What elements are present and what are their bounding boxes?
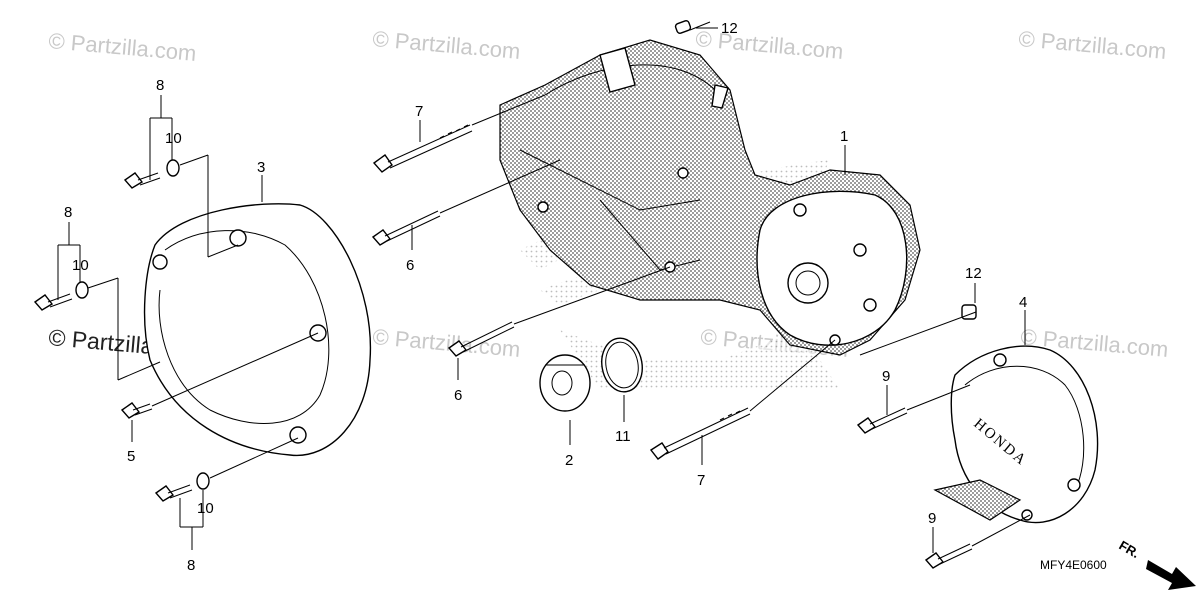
callout-12-top: 12: [721, 20, 738, 37]
callout-10-bottom: 10: [197, 500, 214, 517]
callout-8-middle: 8: [64, 204, 72, 221]
bolt-7-upper: [372, 124, 473, 173]
crankcase-cover-part: [499, 39, 921, 356]
bolt-8-set-bottom: [154, 472, 210, 502]
callout-10-middle: 10: [72, 257, 89, 274]
watermark-text: © Partzilla.com: [695, 26, 845, 64]
callout-7-upper: 7: [415, 103, 423, 120]
bolt-9-lower: [924, 543, 973, 569]
callout-11: 11: [615, 428, 631, 445]
bolt-6-lower: [447, 321, 515, 357]
callout-5: 5: [127, 448, 135, 465]
callout-10-top: 10: [165, 130, 182, 147]
bolt-5: [120, 402, 153, 419]
diagram-code: MFY4E0600: [1040, 558, 1107, 572]
dowel-12-top: [674, 20, 692, 34]
callout-1: 1: [840, 128, 848, 145]
watermark-text: © Partzilla.com: [48, 28, 198, 66]
cap-part-2: [539, 354, 591, 412]
callout-2: 2: [565, 452, 573, 469]
callout-3: 3: [257, 159, 265, 176]
callout-9-lower: 9: [928, 510, 936, 527]
callout-labels: 1 2 3 4 5 6 6 7 7 8 8 8 9 9 10 10 10 11 …: [64, 20, 1027, 574]
bolt-9-upper: [856, 407, 908, 434]
bolt-8-set-top: [123, 159, 180, 189]
callout-8-top: 8: [156, 77, 164, 94]
callout-4: 4: [1019, 294, 1027, 311]
watermark-text: © Partzilla.com: [1018, 26, 1168, 64]
callout-12-right: 12: [965, 265, 982, 282]
bolt-7-lower: [649, 407, 751, 460]
callout-8-bottom: 8: [187, 557, 195, 574]
bolt-6-upper: [371, 210, 441, 246]
callout-9-upper: 9: [882, 368, 890, 385]
direction-label: FR.: [1117, 538, 1143, 561]
honda-cover-right-part: HONDA: [933, 345, 1099, 524]
front-direction-indicator: FR.: [1117, 538, 1196, 590]
watermark-text: © Partzilla.com: [372, 324, 522, 362]
assembly-lines: [87, 21, 1031, 547]
direction-arrow-icon: [1146, 560, 1196, 590]
outer-cover-left-part: [143, 203, 372, 457]
callout-6-lower: 6: [454, 387, 462, 404]
callout-7-lower: 7: [697, 472, 705, 489]
o-ring-part-11: [601, 337, 643, 393]
callout-6-upper: 6: [406, 257, 414, 274]
bolt-8-set-middle: [33, 281, 89, 311]
watermark-text: © Partzilla.com: [372, 26, 522, 64]
leader-lines: [57, 27, 1026, 553]
